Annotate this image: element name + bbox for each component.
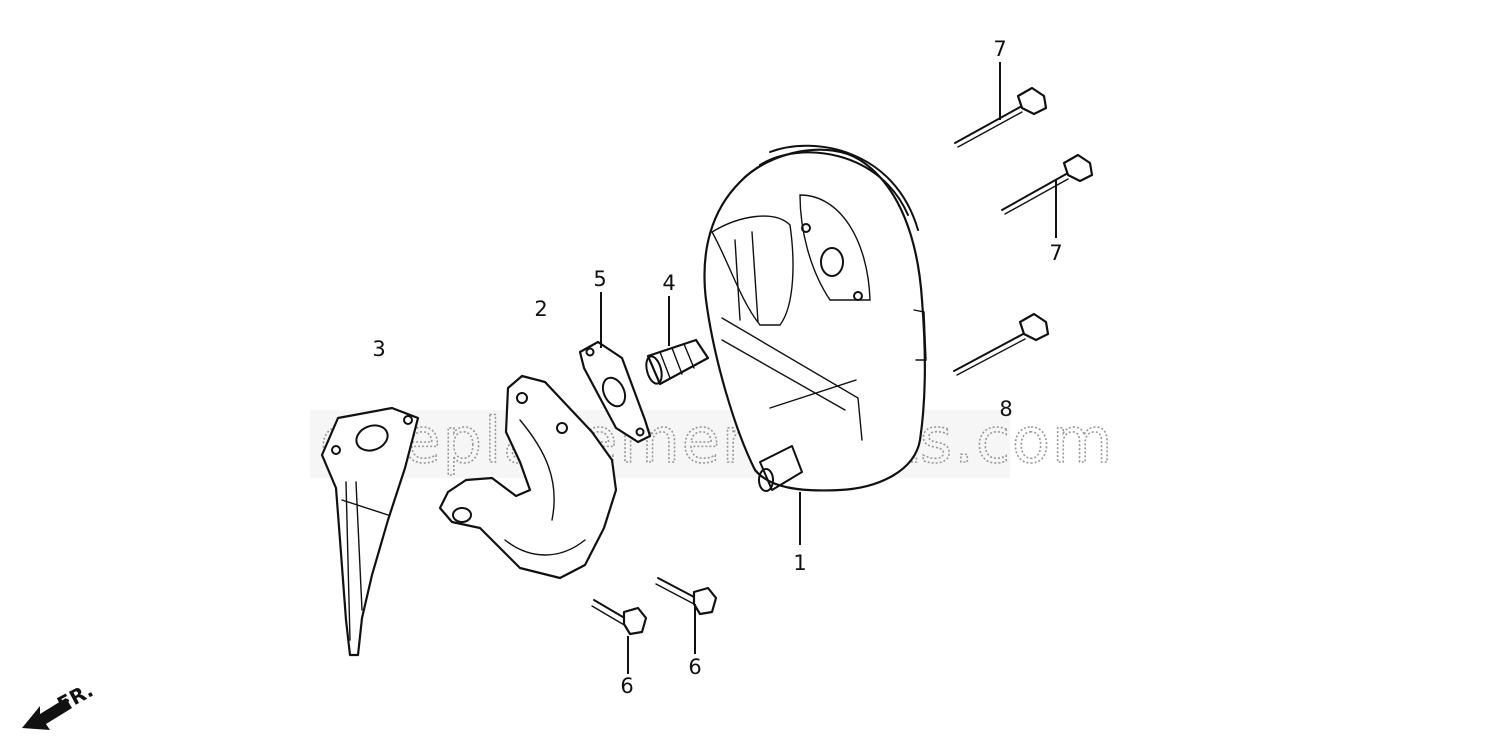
- spark-arrester-part[interactable]: [644, 338, 710, 386]
- callout-8[interactable]: 8: [999, 397, 1012, 421]
- watermark-text: eReplacementParts.com: [320, 404, 1114, 477]
- callout-1[interactable]: 1: [793, 551, 806, 575]
- callout-4[interactable]: 4: [662, 271, 675, 295]
- callout-7a[interactable]: 7: [993, 37, 1006, 61]
- bolt-7b[interactable]: [1001, 153, 1094, 215]
- front-direction-indicator: FR.: [22, 678, 97, 730]
- exhaust-pipe-part[interactable]: [438, 374, 618, 580]
- callout-2[interactable]: 2: [534, 297, 547, 321]
- gasket-part[interactable]: [578, 340, 652, 444]
- leader-lines: [600, 62, 1057, 674]
- bracket-part[interactable]: [320, 406, 420, 657]
- callout-6a[interactable]: 6: [620, 674, 633, 698]
- bolt-6b[interactable]: [655, 577, 718, 616]
- bolt-8[interactable]: [953, 312, 1050, 376]
- muffler-part[interactable]: [703, 144, 927, 492]
- callout-5[interactable]: 5: [593, 267, 606, 291]
- callout-6b[interactable]: 6: [688, 655, 701, 679]
- bolt-6a[interactable]: [591, 599, 648, 636]
- callout-7b[interactable]: 7: [1049, 241, 1062, 265]
- front-arrow-icon: [22, 698, 72, 730]
- bolt-7a[interactable]: [954, 86, 1048, 148]
- callout-3[interactable]: 3: [372, 337, 385, 361]
